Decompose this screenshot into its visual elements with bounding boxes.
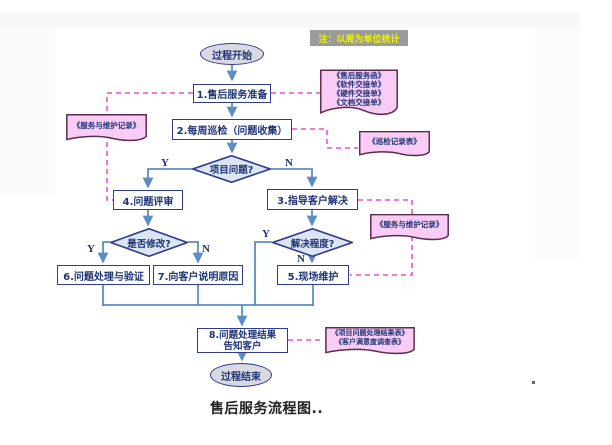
note-text: 注：以周为单位统计 [318,34,400,45]
handover-doc-line3: 《硬件交接单》 [332,89,386,98]
service-record-left-label: 《服务与维护记录》 [72,121,141,130]
step8-label-line1: 8.问题处理结果 [208,329,277,341]
start-label: 过程开始 [212,50,252,62]
label-no-resolve: N [297,253,305,265]
step6-box: 6.问题处理与验证 [57,265,150,285]
step5-label: 5.现场维护 [287,271,339,283]
handover-doc-line2: 《软件交接单》 [332,80,386,89]
label-yes-modify: Y [87,243,95,255]
step8-label-line2: 告知客户 [223,340,262,352]
step5-box: 5.现场维护 [277,265,349,285]
step3-box: 3.指导客户解决 [267,189,358,210]
end-terminator: 过程结束 [210,363,272,387]
decision-project-label: 项目问题? [209,165,254,176]
handover-documents: 《售后服务函》 《软件交接单》 《硬件交接单》 《文档交接单》 [320,69,398,117]
page-margin-left [0,28,55,195]
step3-label: 3.指导客户解决 [277,196,348,207]
note-box: 注：以周为单位统计 [310,30,408,46]
document-shape [325,327,415,355]
arrow-decision-no-to-step3 [271,168,318,188]
step2-box: 2.每周巡检（问题收集） [172,119,292,140]
decision-resolve: 解决程度? [272,228,353,257]
step7-label: 7.向客户说明原因 [157,271,239,283]
decision-modify-label: 是否修改? [127,238,171,250]
document-shape [370,214,449,241]
line-resolve-yes [254,241,272,306]
document-shape [359,131,430,157]
start-terminator: 过程开始 [200,43,264,65]
stray-dot [532,381,535,384]
arrow-modify-yes-to-step6 [97,241,110,264]
page-margin-right [535,28,580,260]
label-yes-resolve: Y [262,228,270,240]
caption: 售后服务流程图.. [210,401,324,417]
decision-modify: 是否修改? [110,228,188,257]
inspection-record-label: 《巡检记录表》 [368,137,421,146]
inspection-record-doc: 《巡检记录表》 [359,131,430,157]
result-doc-line2: 《客户满意度调查表》 [335,338,405,346]
step7-box: 7.向客户说明原因 [153,265,243,285]
label-yes-project: Y [161,157,169,169]
end-label: 过程结束 [221,371,261,383]
decision-resolve-label: 解决程度? [290,238,335,250]
label-no-project: N [285,157,293,169]
step4-box: 4.问题评审 [113,190,183,210]
document-shape [66,114,147,142]
service-record-doc-right: 《服务与维护记录》 [370,214,449,241]
result-doc-line1: 《项目问题处理结果表》 [331,329,409,337]
dash-step2-to-inspection-doc [292,128,358,149]
service-record-right-label: 《服务与维护记录》 [375,220,444,229]
handover-doc-line4: 《文档交接单》 [332,98,386,107]
handover-doc-line1: 《售后服务函》 [332,71,386,80]
step6-label: 6.问题处理与验证 [63,271,144,283]
result-docs: 《项目问题处理结果表》 《客户满意度调查表》 [325,327,415,355]
page-margin-top [0,13,580,28]
service-record-doc-left: 《服务与维护记录》 [66,114,147,142]
step4-label: 4.问题评审 [122,196,174,208]
step8-box: 8.问题处理结果 告知客户 [197,328,288,353]
step1-box: 1.售后服务准备 [193,84,271,103]
step1-label: 1.售后服务准备 [196,90,268,101]
step2-label: 2.每周巡检（问题收集） [176,126,288,137]
label-no-modify: N [202,243,210,255]
arrow-decision-yes-to-step4 [142,168,192,189]
arrow-modify-no-to-step7 [188,241,204,264]
document-shape [320,69,398,117]
decision-project-issue: 项目问题? [192,155,271,183]
dash-step1-to-step4 [106,92,193,201]
